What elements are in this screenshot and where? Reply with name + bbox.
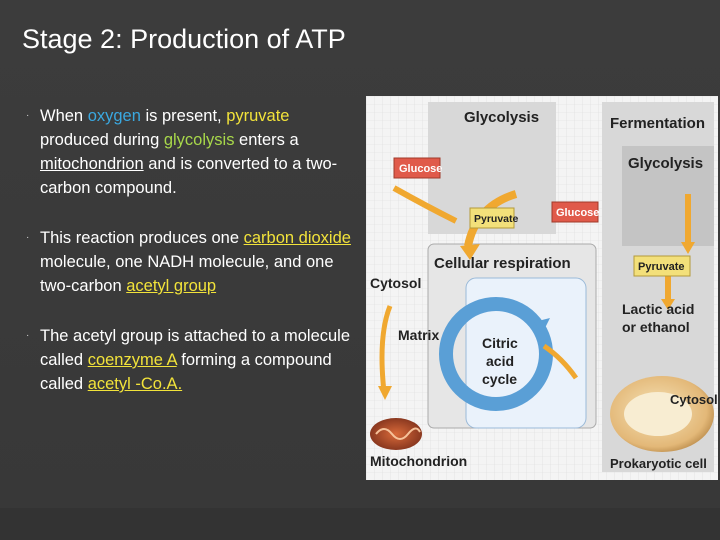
term-pyruvate: pyruvate <box>226 107 290 125</box>
link-carbon-dioxide[interactable]: carbon dioxide <box>243 229 351 247</box>
label-glucose-right: Glucose <box>556 207 599 219</box>
bullet-2-text: This reaction produces one carbon dioxid… <box>40 229 351 295</box>
link-coenzyme-a[interactable]: coenzyme A <box>87 351 177 369</box>
label-cytosol-right: Cytosol <box>670 392 718 407</box>
glycolysis-panel-right <box>622 146 714 246</box>
bullet-list: · When oxygen is present, pyruvate produ… <box>26 104 358 422</box>
text-run: and is converted to a two-carbon compoun… <box>40 155 338 197</box>
bullet-1: · When oxygen is present, pyruvate produ… <box>26 104 358 200</box>
label-citric: Citric <box>482 335 518 351</box>
term-oxygen: oxygen <box>87 107 141 125</box>
text-run: enters a <box>234 131 299 149</box>
text-run: When <box>40 107 88 125</box>
label-fermentation: Fermentation <box>610 115 705 132</box>
pyruvate-box-left <box>469 207 515 229</box>
cycle-arrowhead <box>534 318 550 334</box>
bullet-2: · This reaction produces one carbon diox… <box>26 226 358 298</box>
label-pyruvate-right: Pyruvate <box>638 261 684 273</box>
pyruvate-box-right <box>633 255 691 277</box>
bullet-dot-icon: · <box>26 110 30 121</box>
label-lactic-acid: Lactic acid <box>622 301 694 317</box>
label-or-ethanol: or ethanol <box>622 319 690 335</box>
link-acetyl-coa[interactable]: acetyl -Co.A. <box>87 375 183 393</box>
label-acid: acid <box>486 353 514 369</box>
label-cellular-respiration: Cellular respiration <box>434 255 571 272</box>
prokaryotic-cell-inner <box>624 392 692 436</box>
arrowhead-lactic <box>661 299 675 310</box>
label-glycolysis-left: Glycolysis <box>464 109 539 126</box>
glucose-box-left <box>393 157 441 179</box>
arrowhead-right <box>681 242 695 254</box>
label-glycolysis-right: Glycolysis <box>628 155 703 172</box>
label-cytosol-left: Cytosol <box>370 275 421 291</box>
respiration-diagram: Glycolysis Glucose Pyruvate Fermentation… <box>366 96 718 480</box>
matrix-panel <box>465 277 587 429</box>
bullet-dot-icon: · <box>26 330 30 341</box>
slide-title: Stage 2: Production of ATP <box>22 24 346 54</box>
arrow-matrix <box>542 343 579 380</box>
mitochondrion-illustration <box>370 418 422 450</box>
arrowhead-cytosol <box>378 386 392 400</box>
mitochondrion-cristae <box>375 427 421 440</box>
text-run: This reaction produces one <box>40 229 244 247</box>
text-run: forming a compound called <box>40 351 332 393</box>
text-run: The acetyl group is attached to a molecu… <box>40 327 351 369</box>
bullet-3-text: The acetyl group is attached to a molecu… <box>40 327 350 393</box>
bullet-3: · The acetyl group is attached to a mole… <box>26 324 358 396</box>
footer-band <box>0 508 720 540</box>
text-run: molecule, one NADH molecule, and one two… <box>40 253 334 295</box>
arrowhead-respiration <box>460 244 480 260</box>
term-glycolysis: glycolysis <box>163 131 235 149</box>
text-run: is present, <box>140 107 227 125</box>
label-pyruvate-left: Pyruvate <box>474 213 519 225</box>
label-prokaryotic-cell: Prokaryotic cell <box>610 456 707 471</box>
link-mitochondrion[interactable]: mitochondrion <box>40 155 144 173</box>
label-cycle: cycle <box>482 371 517 387</box>
citric-acid-cycle-ring <box>439 297 553 411</box>
arrow-glucose-to-pyruvate-left <box>392 185 458 224</box>
label-matrix: Matrix <box>398 327 439 343</box>
text-run: produced during <box>40 131 164 149</box>
bullet-dot-icon: · <box>26 232 30 243</box>
label-mitochondrion: Mitochondrion <box>370 453 467 469</box>
bullet-1-text: When oxygen is present, pyruvate produce… <box>40 107 337 197</box>
label-glucose-left: Glucose <box>399 163 442 175</box>
glucose-box-right <box>551 201 599 223</box>
arrow-cytosol <box>379 305 393 393</box>
link-acetyl-group[interactable]: acetyl group <box>126 277 217 295</box>
